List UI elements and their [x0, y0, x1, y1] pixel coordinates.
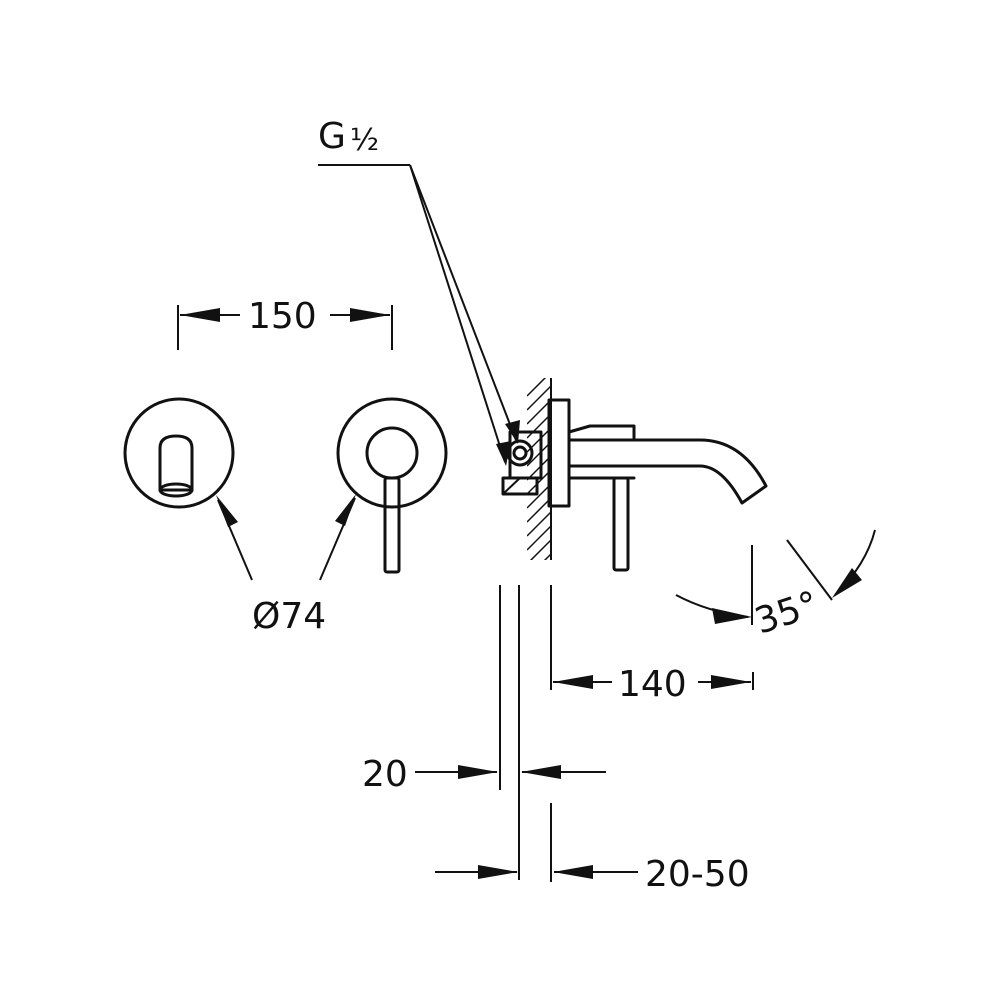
dim-140-arrow-right	[711, 675, 751, 689]
dim-150-text: 150	[248, 296, 317, 337]
dimension-20-50: 20-50	[435, 803, 750, 895]
lever-handle-side	[612, 476, 630, 572]
dim-140-arrow-left	[553, 675, 593, 689]
bracket-diagonal	[502, 477, 521, 495]
dia-arrow-right	[335, 494, 356, 526]
dia-arrow-left	[216, 495, 238, 527]
lever-handle-front	[383, 476, 401, 574]
inlet-bore	[512, 445, 528, 461]
embedded-bracket	[501, 476, 539, 496]
dim-150-arrow-left	[180, 308, 220, 322]
dim-20-arrow-right	[521, 765, 561, 779]
dimension-20: 20	[362, 585, 606, 880]
dim-2050-arrow-right	[553, 865, 593, 879]
thread-label-fraction: ½	[350, 123, 379, 158]
dimension-diameter: Ø74	[216, 494, 356, 637]
thread-leader-1	[409, 164, 517, 441]
front-view-lever-rosette	[336, 397, 448, 574]
front-view-spout-rosette	[123, 397, 235, 509]
angle-arrow-left	[712, 608, 752, 624]
side-view-mixer	[501, 398, 768, 572]
dim-150-arrow-right	[350, 308, 390, 322]
angle-ext-inclined	[786, 539, 833, 601]
dimension-150: 150	[177, 296, 393, 350]
spout-front	[158, 434, 194, 492]
dimension-140: 140	[550, 585, 754, 705]
inlet-connection	[506, 439, 534, 467]
dim-2050-arrow-left	[478, 865, 518, 879]
thread-callout: G ½	[318, 116, 520, 466]
dia-text: Ø74	[252, 596, 326, 637]
thread-arrowhead-2	[496, 441, 511, 466]
wall-hatching	[527, 378, 551, 560]
wall-section	[527, 378, 552, 560]
spout-side	[567, 438, 768, 505]
dim-140-text: 140	[618, 664, 687, 705]
lever-hub-circle	[365, 426, 419, 480]
dim-2050-text: 20-50	[645, 854, 750, 895]
spout-rosette-circle	[123, 397, 235, 509]
lever-rosette-circle	[336, 397, 448, 509]
thread-leader-2	[409, 164, 506, 463]
lever-cartridge-top	[567, 424, 636, 442]
spout-outlet	[158, 482, 194, 498]
angle-text: 35°	[750, 584, 823, 643]
wall-plate	[547, 398, 571, 508]
thread-label-main: G	[318, 116, 346, 157]
dim-20-text: 20	[362, 754, 408, 795]
dim-20-arrow-left	[458, 765, 498, 779]
angle-arrow-right	[832, 568, 862, 598]
dimension-angle: 35°	[675, 529, 876, 643]
